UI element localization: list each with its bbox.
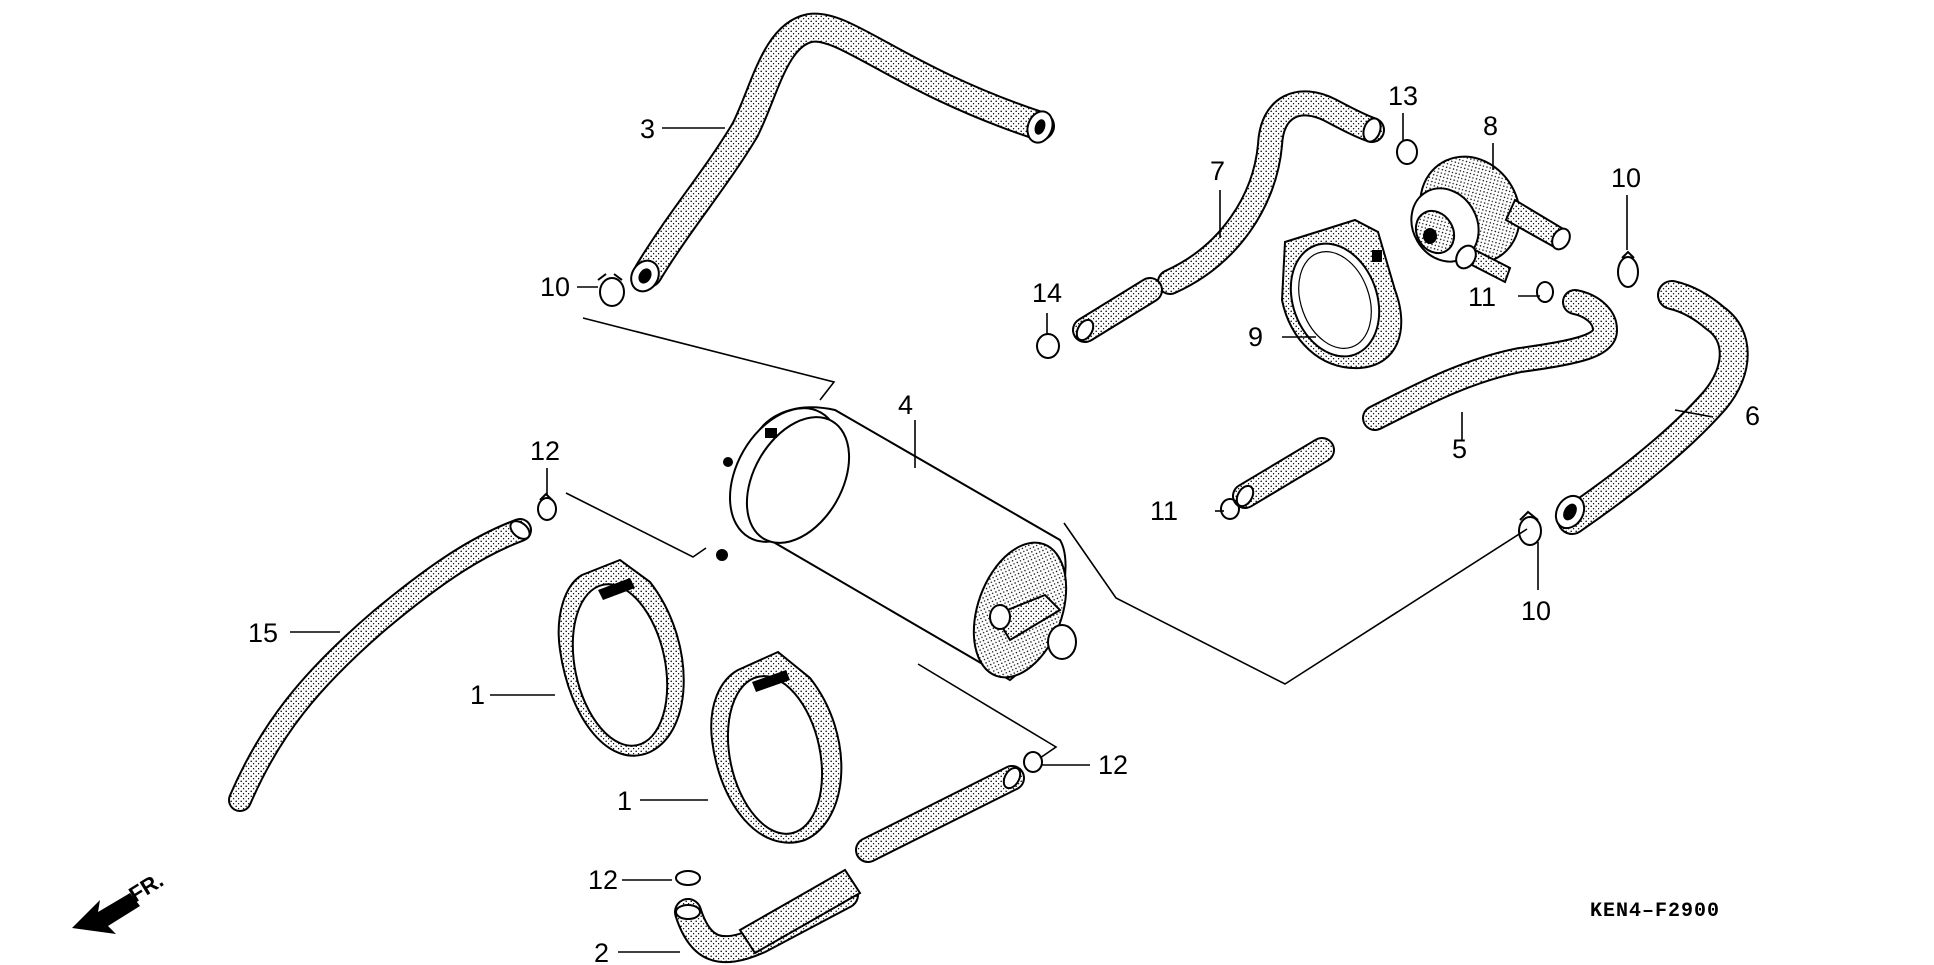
clip-part-14 — [1036, 333, 1060, 359]
callout-11-top: 11 — [1468, 282, 1496, 312]
canister-part-4 — [716, 406, 1077, 682]
front-arrow: FR. — [72, 867, 168, 934]
callout-9: 9 — [1248, 322, 1263, 352]
callout-14: 14 — [1032, 278, 1062, 308]
callout-12-right: 12 — [1098, 750, 1128, 780]
callouts: 3 10 4 7 14 13 8 10 11 9 5 6 11 10 12 15… — [248, 81, 1760, 965]
holder-part-9 — [1280, 218, 1403, 370]
hose-part-14 — [1072, 277, 1163, 343]
callout-2: 2 — [594, 938, 609, 965]
clip-part-11-top — [1536, 281, 1554, 303]
front-arrow-icon — [72, 893, 140, 934]
callout-4: 4 — [898, 390, 913, 420]
callout-12-lower: 12 — [588, 865, 618, 895]
callout-1-upper: 1 — [470, 680, 485, 710]
band-part-1-upper — [557, 558, 685, 757]
hose-part-7 — [1157, 90, 1385, 295]
callout-6: 6 — [1745, 401, 1760, 431]
callout-13: 13 — [1388, 81, 1418, 111]
callout-10-right-bottom: 10 — [1521, 596, 1551, 626]
callout-12-upper: 12 — [530, 436, 560, 466]
drawing-code: KEN4–F2900 — [1590, 900, 1720, 923]
callout-3: 3 — [640, 114, 655, 144]
hose-part-3 — [630, 12, 1055, 293]
hose-part-6 — [1554, 280, 1749, 535]
callout-10-right-top: 10 — [1611, 163, 1641, 193]
valve-part-8 — [1410, 155, 1571, 284]
clip-part-10-right-top — [1617, 250, 1639, 288]
callout-11-bottom: 11 — [1150, 496, 1178, 526]
clip-part-12-upper — [537, 492, 557, 521]
clip-part-12-lower — [675, 870, 701, 886]
clip-part-11-bottom — [1220, 498, 1240, 520]
hose-part-5 — [1232, 289, 1618, 509]
callout-10-upper: 10 — [540, 272, 570, 302]
routing-lines — [565, 317, 1528, 759]
callout-15: 15 — [248, 618, 278, 648]
callout-5: 5 — [1452, 434, 1467, 464]
callout-8: 8 — [1483, 111, 1498, 141]
callout-7: 7 — [1210, 156, 1225, 186]
hose-part-15 — [228, 518, 532, 812]
callout-1-lower: 1 — [617, 786, 632, 816]
hose-part-2 — [674, 765, 1025, 964]
clip-part-13 — [1396, 139, 1418, 165]
band-part-1-lower — [710, 650, 843, 844]
leader-lines — [290, 113, 1714, 953]
clip-part-10-right-bottom — [1518, 510, 1542, 546]
clip-part-12-right — [1023, 751, 1043, 773]
clip-part-10-upper — [597, 273, 625, 307]
